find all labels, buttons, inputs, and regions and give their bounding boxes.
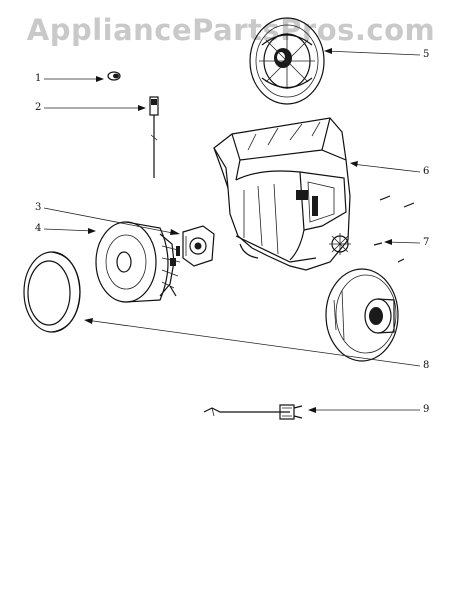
part-8-ring[interactable] [23, 251, 81, 333]
callout-7: 7 [423, 237, 430, 248]
part-9-power-cord[interactable] [203, 404, 303, 420]
callout-8: 8 [423, 360, 430, 371]
part-8-wheel[interactable] [325, 268, 399, 362]
leader-lines [43, 48, 421, 413]
part-7-screws[interactable] [373, 195, 415, 263]
part-1-knob[interactable] [107, 71, 121, 81]
watermark-text: AppliancePartsPros.com [26, 13, 436, 47]
part-6-housing[interactable] [213, 117, 351, 271]
callout-6: 6 [423, 166, 430, 177]
callout-2: 2 [35, 102, 42, 113]
callout-9: 9 [423, 404, 430, 415]
callout-4: 4 [35, 223, 42, 234]
part-3-bracket[interactable] [182, 225, 215, 267]
part-5-fan-wheel[interactable] [249, 17, 325, 105]
part-4-motor[interactable] [95, 221, 181, 303]
part-2-brush[interactable] [149, 96, 159, 178]
callout-3: 3 [35, 202, 42, 213]
callout-1: 1 [35, 73, 42, 84]
callout-5: 5 [423, 49, 430, 60]
